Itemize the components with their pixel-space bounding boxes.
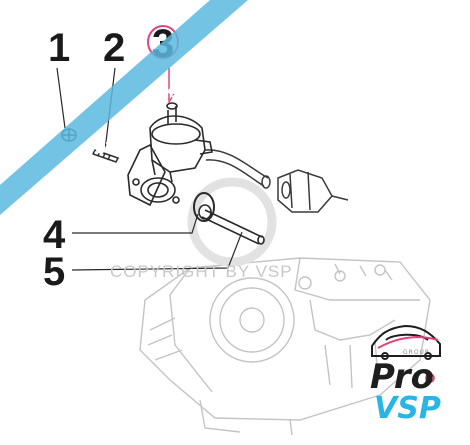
copyright-watermark: COPYRIGHT BY VSP — [110, 262, 293, 281]
leader-lines — [56, 67, 243, 271]
callout-1: 1 — [48, 26, 71, 70]
fuel-pump — [127, 102, 213, 207]
logo-accent-dot — [425, 373, 435, 383]
logo-group-text: GROUP — [403, 349, 430, 356]
callout-3-arrow — [163, 68, 175, 104]
fuel-filter — [277, 169, 349, 213]
nut-part — [61, 128, 77, 142]
logo-pro-text: Pro — [370, 357, 434, 397]
callout-4: 4 — [43, 213, 66, 257]
engine-block — [139, 257, 431, 436]
logo-swoosh — [377, 336, 439, 349]
pushrod-part — [198, 204, 265, 245]
stud-part — [91, 149, 120, 163]
logo-vsp-text: VSP — [374, 391, 441, 426]
callout-3: 3 — [152, 22, 175, 66]
logo-car-icon — [371, 324, 441, 360]
callout-2: 2 — [103, 26, 126, 70]
callout-5: 5 — [43, 250, 66, 294]
